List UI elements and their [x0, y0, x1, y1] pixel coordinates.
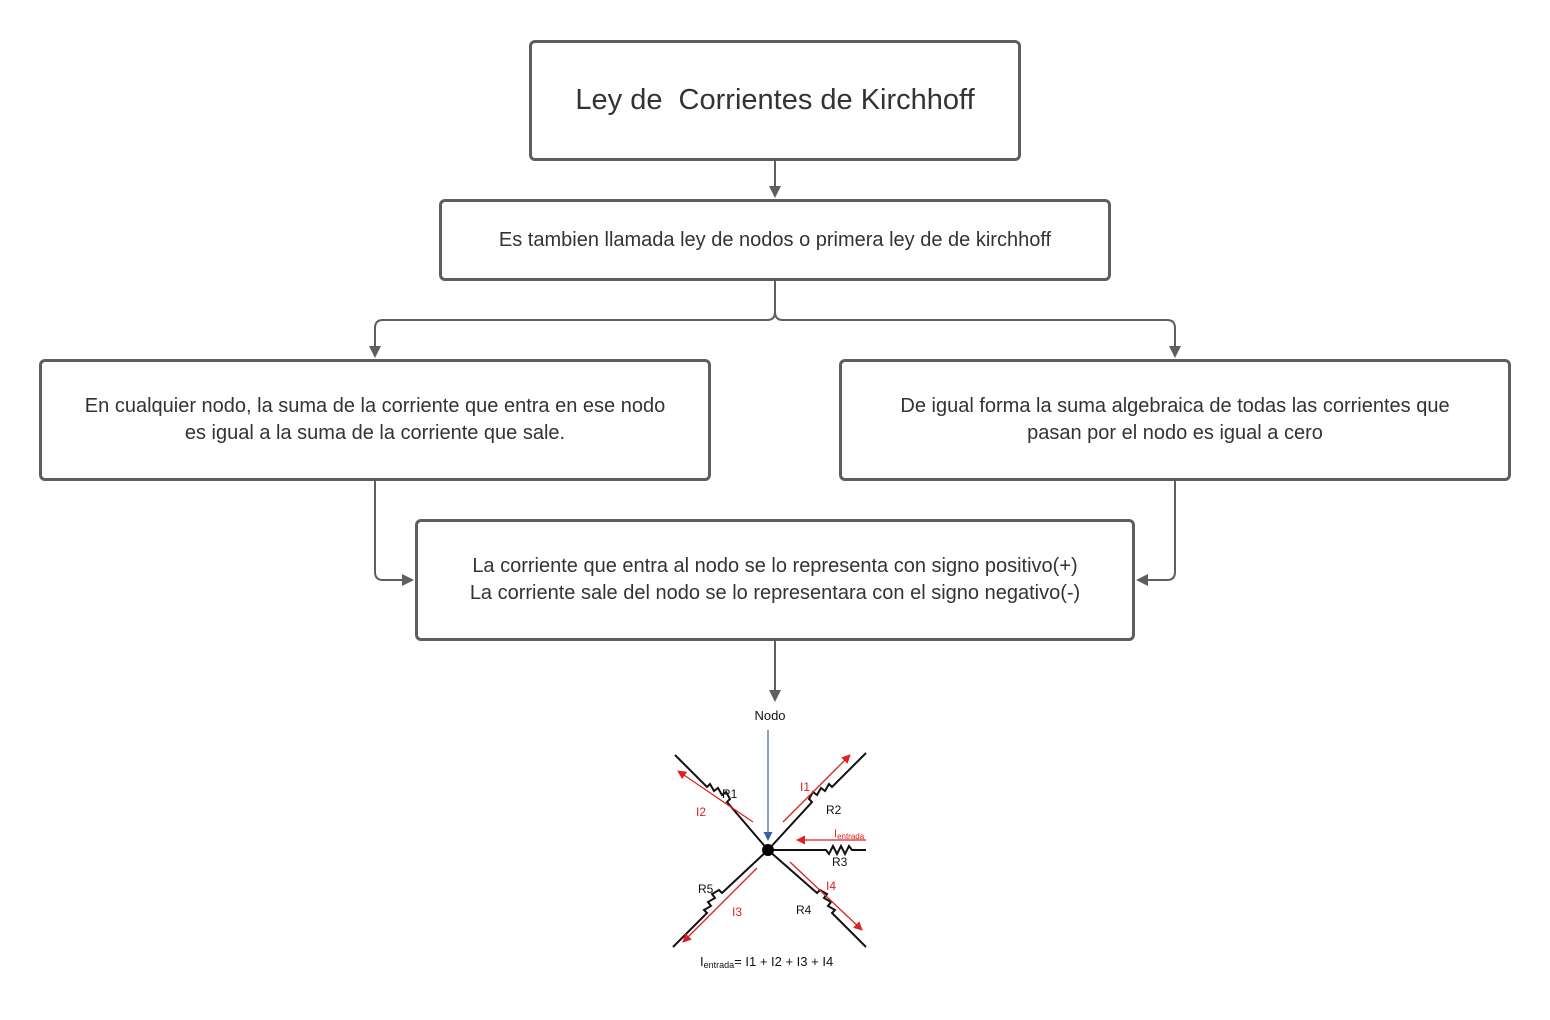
kcl-equation: Ientrada= I1 + I2 + I3 + I4	[700, 954, 833, 970]
arrow-i3	[682, 867, 758, 943]
label-i4: I4	[826, 879, 836, 893]
algebraic-sum-box: De igual forma la suma algebraica de tod…	[839, 359, 1511, 481]
label-ientrada-main: I	[834, 828, 837, 840]
sign-convention-line-1: La corriente que entra al nodo se lo rep…	[472, 555, 1078, 577]
arrow-i2	[677, 770, 754, 823]
node-label: Nodo	[754, 708, 785, 723]
equation-lhs: I	[700, 954, 704, 969]
label-ientrada-subscript: entrada	[837, 832, 865, 841]
algebraic-sum-text: De igual forma la suma algebraica de tod…	[900, 393, 1449, 447]
connector-left-to-sign	[374, 481, 414, 586]
sign-convention-box: La corriente que entra al nodo se lo rep…	[415, 519, 1135, 641]
node-sum-text: En cualquier nodo, la suma de la corrien…	[85, 393, 665, 447]
label-r2: R2	[826, 803, 842, 817]
connector-right-to-sign	[1136, 481, 1176, 586]
label-i3: I3	[732, 905, 742, 919]
node-sum-line-2: es igual a la suma de la corriente que s…	[184, 422, 566, 444]
branch-r4-wire	[767, 849, 867, 948]
equation-lhs-subscript: entrada	[704, 960, 735, 970]
label-ientrada: Ientrada	[834, 828, 865, 841]
diagram-title: Ley de Corrientes de Kirchhoff	[575, 84, 975, 116]
branch-r2-wire	[767, 752, 867, 851]
label-i2: I2	[696, 805, 706, 819]
branch-r5-wire	[672, 849, 769, 948]
label-r4: R4	[796, 903, 812, 917]
label-r5: R5	[698, 882, 714, 896]
label-r3: R3	[832, 855, 848, 869]
title-box: Ley de Corrientes de Kirchhoff	[529, 40, 1021, 161]
algebraic-sum-line-1: De igual forma la suma algebraica de tod…	[900, 395, 1450, 417]
equation-rhs: = I1 + I2 + I3 + I4	[734, 954, 833, 969]
label-i1: I1	[800, 780, 810, 794]
connector-definition-to-left	[369, 281, 776, 358]
connector-definition-to-right	[774, 311, 1181, 358]
definition-text: Es tambien llamada ley de nodos o primer…	[498, 228, 1052, 251]
node-sum-box: En cualquier nodo, la suma de la corrien…	[39, 359, 711, 481]
node-circuit-figure: Nodo R1 R2 R3 R4 R5 I1 I2 I3 I4 Ientrada…	[672, 708, 867, 970]
sign-convention-line-2: La corriente sale del nodo se lo represe…	[469, 582, 1081, 604]
definition-box: Es tambien llamada ley de nodos o primer…	[439, 199, 1111, 281]
arrow-i1	[782, 754, 851, 823]
node-sum-line-1: En cualquier nodo, la suma de la corrien…	[84, 395, 666, 417]
node-dot	[762, 844, 774, 856]
sign-convention-text: La corriente que entra al nodo se lo rep…	[470, 553, 1080, 607]
label-r1: R1	[722, 787, 738, 801]
arrow-i4	[789, 861, 863, 931]
branch-r3-wire	[768, 843, 866, 857]
branch-r1-wire	[674, 754, 769, 851]
algebraic-sum-line-2: pasan por el nodo es igual a cero	[1027, 422, 1323, 444]
